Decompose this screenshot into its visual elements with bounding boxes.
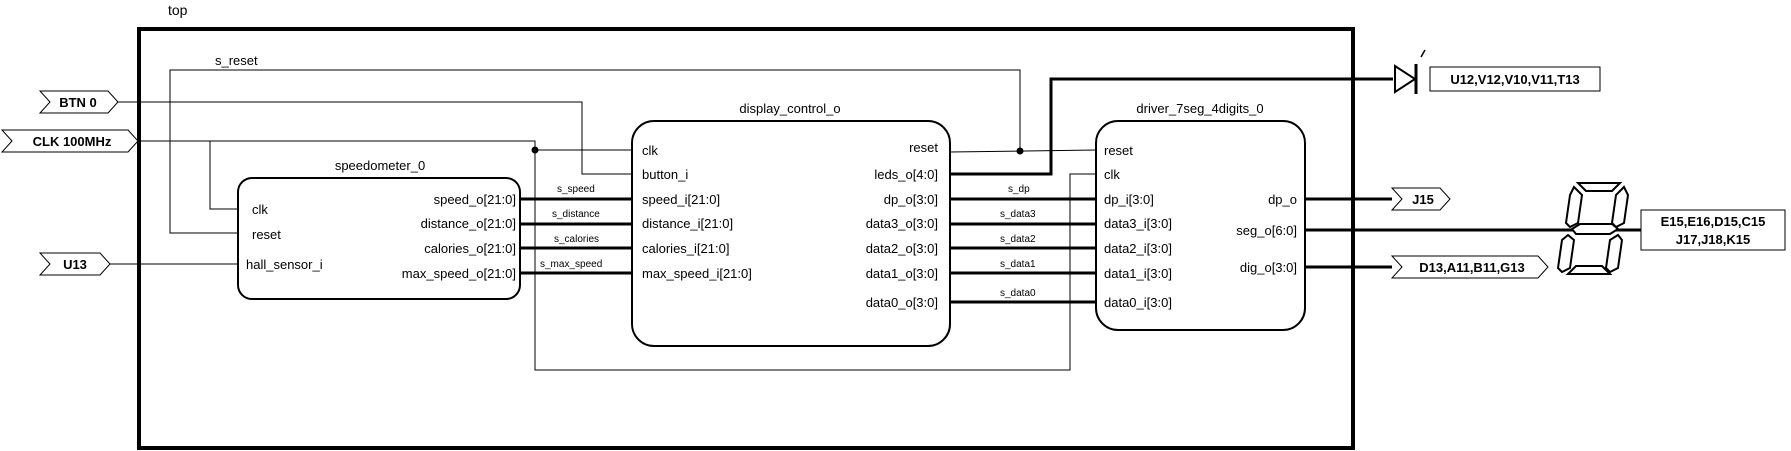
s-data2-label: s_data2 <box>1000 234 1036 245</box>
driver-data1-in: data1_i[3:0] <box>1104 266 1172 281</box>
display-control-block: display_control_o clk button_i speed_i[2… <box>631 101 951 347</box>
driver-dp-in: dp_i[3:0] <box>1104 192 1154 207</box>
clk-speedometer-wire <box>209 141 238 210</box>
display-control-distance-in: distance_i[21:0] <box>642 216 733 231</box>
display-control-calories-in: calories_i[21:0] <box>642 241 729 256</box>
s-calories-label: s_calories <box>554 234 599 245</box>
driver-reset: reset <box>1104 143 1133 158</box>
speedometer-clk: clk <box>252 202 268 217</box>
s-reset-wire <box>169 69 1021 234</box>
j15-port-label: J15 <box>1412 192 1434 207</box>
driver-dig-out: dig_o[3:0] <box>1240 260 1297 275</box>
driver-clk: clk <box>1104 167 1120 182</box>
seg-port-label-2: J17,J18,K15 <box>1676 232 1750 247</box>
display-control-max-speed-in: max_speed_i[21:0] <box>642 266 752 281</box>
diagram-title: top <box>168 2 188 18</box>
s-dp-label: s_dp <box>1008 184 1030 195</box>
display-control-data3-out: data3_o[3:0] <box>866 216 938 231</box>
driver-dp-out: dp_o <box>1268 192 1297 207</box>
s-data3-label: s_data3 <box>1000 209 1036 220</box>
display-control-speed-in: speed_i[21:0] <box>642 192 720 207</box>
s-data1-label: s_data1 <box>1000 259 1036 270</box>
s-data0-label: s_data0 <box>1000 288 1036 299</box>
s-max-speed-label: s_max_speed <box>540 259 602 270</box>
display-control-clk: clk <box>642 143 658 158</box>
display-control-leds-out: leds_o[4:0] <box>874 167 938 182</box>
u13-port: U13 <box>38 252 111 276</box>
driver-block: driver_7seg_4digits_0 reset clk dp_i[3:0… <box>1095 101 1306 331</box>
btn-wire <box>118 101 632 175</box>
s-speed-label: s_speed <box>557 184 595 195</box>
display-control-title: display_control_o <box>739 101 840 116</box>
driver-data2-in: data2_i[3:0] <box>1104 241 1172 256</box>
reset-junction <box>1016 147 1024 155</box>
driver-title: driver_7seg_4digits_0 <box>1136 101 1263 116</box>
u13-port-label: U13 <box>63 257 87 272</box>
clk-wire <box>138 140 632 151</box>
leds-port: U12,V12,V10,V11,T13 <box>1429 66 1601 92</box>
dig-port-label: D13,A11,B11,G13 <box>1419 260 1525 275</box>
leds-port-label: U12,V12,V10,V11,T13 <box>1450 72 1579 87</box>
speedometer-max-speed-out: max_speed_o[21:0] <box>402 266 516 281</box>
display-control-data0-out: data0_o[3:0] <box>866 295 938 310</box>
driver-data3-in: data3_i[3:0] <box>1104 216 1172 231</box>
display-control-reset-out: reset <box>909 140 938 155</box>
leds-bus <box>950 77 1393 176</box>
display-control-data1-out: data1_o[3:0] <box>866 266 938 281</box>
btn0-port-label: BTN 0 <box>59 95 97 110</box>
j15-port: J15 <box>1390 187 1451 211</box>
display-control-button: button_i <box>642 167 688 182</box>
speedometer-block: speedometer_0 clk reset hall_sensor_i sp… <box>237 158 521 300</box>
seven-segment-icon <box>1556 182 1630 275</box>
speedometer-speed-out: speed_o[21:0] <box>434 192 516 207</box>
speedometer-title: speedometer_0 <box>335 158 425 173</box>
display-control-data2-out: data2_o[3:0] <box>866 241 938 256</box>
clk-driver-wire <box>534 150 1096 371</box>
clk-port-label: CLK 100MHz <box>33 134 112 149</box>
speedometer-hall: hall_sensor_i <box>246 257 323 272</box>
s-distance-label: s_distance <box>552 209 600 220</box>
clk-port: CLK 100MHz <box>0 129 139 153</box>
display-control-dp-out: dp_o[3:0] <box>884 192 938 207</box>
top-module-frame <box>137 27 1355 450</box>
seg-port-label-1: E15,E16,D15,C15 <box>1661 214 1766 229</box>
dig-port: D13,A11,B11,G13 <box>1390 255 1549 279</box>
s-reset-label: s_reset <box>215 53 258 68</box>
btn0-port: BTN 0 <box>38 90 119 114</box>
speedometer-calories-out: calories_o[21:0] <box>424 241 516 256</box>
seg-port: E15,E16,D15,C15 J17,J18,K15 <box>1640 209 1786 251</box>
driver-seg-out: seg_o[6:0] <box>1236 223 1297 238</box>
driver-data0-in: data0_i[3:0] <box>1104 295 1172 310</box>
speedometer-reset: reset <box>252 227 281 242</box>
led-icon <box>1394 49 1426 94</box>
speedometer-distance-out: distance_o[21:0] <box>421 216 516 231</box>
